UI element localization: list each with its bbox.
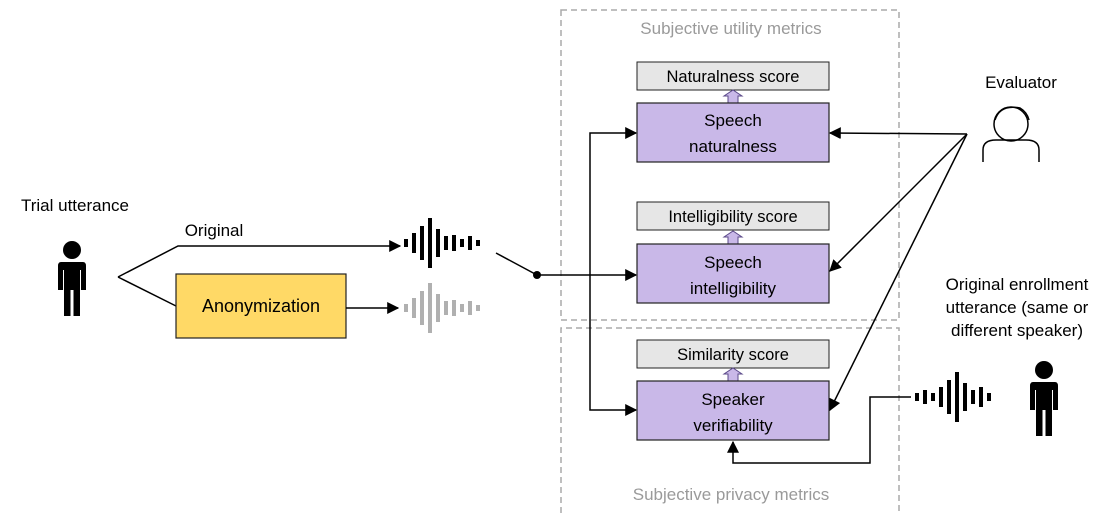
enrollment-to-verifiability-arrow xyxy=(727,396,911,464)
evaluator-to-naturalness-arrow xyxy=(828,127,968,140)
similarity-score-box xyxy=(636,339,830,369)
enrollment-label-line3: different speaker) xyxy=(951,321,1083,340)
speech-naturalness-line2: naturalness xyxy=(689,137,777,156)
trial-utterance-label: Trial utterance xyxy=(21,196,129,215)
wave-to-junction-line xyxy=(495,252,538,276)
bus-to-naturalness-arrow xyxy=(589,127,638,275)
intelligibility-score-box xyxy=(636,201,830,231)
similarity-up-arrow-icon xyxy=(722,367,744,382)
evaluator-icon xyxy=(982,106,1040,162)
privacy-group-label: Subjective privacy metrics xyxy=(633,485,830,504)
utility-group-label: Subjective utility metrics xyxy=(640,19,821,38)
original-label: Original xyxy=(185,221,244,240)
anonymization-label: Anonymization xyxy=(202,296,320,316)
trial-person-icon xyxy=(58,241,86,316)
speech-intelligibility-box xyxy=(636,243,830,304)
original-waveform-icon xyxy=(404,218,480,268)
enrollment-label-line2: utterance (same or xyxy=(946,298,1089,317)
trial-split-line xyxy=(117,240,402,278)
speaker-verifiability-box xyxy=(636,380,830,441)
intelligibility-up-arrow-icon xyxy=(722,230,744,245)
speech-naturalness-line1: Speech xyxy=(704,111,762,130)
naturalness-up-arrow-icon xyxy=(722,89,744,104)
evaluator-label: Evaluator xyxy=(985,73,1057,92)
anonymization-box xyxy=(175,273,347,339)
enrollment-person-icon xyxy=(1030,361,1058,436)
speaker-verifiability-line2: verifiability xyxy=(693,416,773,435)
bus-to-verifiability-arrow xyxy=(589,275,638,416)
enrollment-label-line1: Original enrollment xyxy=(946,275,1089,294)
enrollment-waveform-icon xyxy=(915,372,991,422)
speech-intelligibility-line1: Speech xyxy=(704,253,762,272)
speaker-verifiability-line1: Speaker xyxy=(701,390,765,409)
similarity-score-label: Similarity score xyxy=(677,346,789,364)
evaluator-to-verifiability-arrow xyxy=(829,133,968,412)
naturalness-score-label: Naturalness score xyxy=(667,68,800,86)
trial-split-line-lower xyxy=(117,276,179,308)
anonymized-waveform-icon xyxy=(404,283,480,333)
utility-group-box xyxy=(560,9,900,321)
evaluator-to-intelligibility-arrow xyxy=(829,133,968,272)
privacy-group-box xyxy=(560,327,900,513)
speech-intelligibility-line2: intelligibility xyxy=(690,279,776,298)
intelligibility-score-label: Intelligibility score xyxy=(668,208,797,226)
